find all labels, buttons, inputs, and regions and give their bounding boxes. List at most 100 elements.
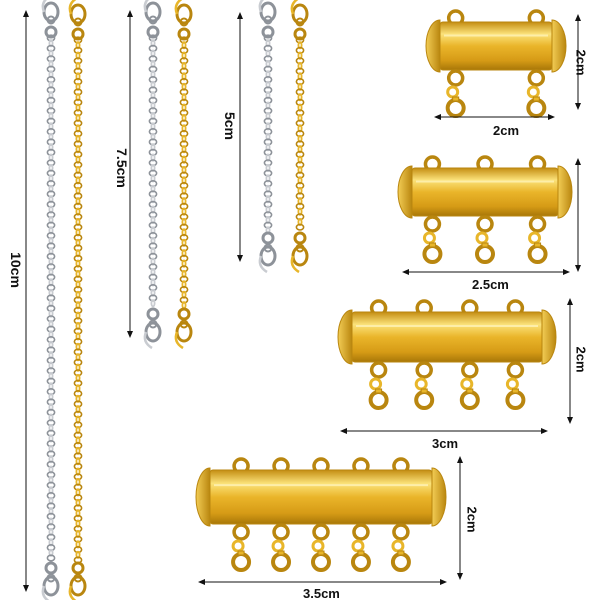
spring-ring-clasp [475,244,495,264]
jump-ring [71,27,85,41]
left-cap [425,19,441,73]
chain-links [148,34,158,308]
silver-chain [41,0,60,604]
spring-ring-clasp [271,552,292,572]
bottom-loop [272,523,290,541]
bottom-loop [369,361,388,379]
dimension-arrows [23,10,581,592]
right-cap [551,19,567,73]
lobster-clasp [143,319,162,350]
clasp-3-strand [397,155,573,264]
chain-links [295,36,305,231]
chain-5cm-label: 5cm [222,111,239,141]
right-cap [541,309,557,365]
arrow-clasp4-height [567,298,573,424]
bottom-loop [528,215,547,233]
jump-ring [293,27,307,41]
jump-ring [146,307,160,321]
spring-ring-clasp [414,390,435,410]
spring-ring-clasp [527,244,548,264]
spring-ring-clasp [368,390,389,410]
clasp-2-strand [425,9,567,118]
jump-ring [475,231,489,245]
arrow-clasp5-width [198,579,447,585]
jump-ring [261,231,275,245]
right-cap [431,467,447,527]
lobster-clasp [68,573,87,604]
jump-ring [271,539,285,553]
jump-ring [293,231,307,245]
spring-ring-clasp [459,390,480,410]
arrow-chain-5cm [237,12,243,262]
slide-tube [439,21,553,71]
spring-ring-clasp [311,552,331,572]
arrow-chain-7-5cm [127,10,133,338]
spring-ring-clasp [505,390,526,410]
bottom-loop [312,523,330,541]
jump-ring [146,25,160,39]
gold-chain [174,0,193,350]
clasps-group [195,9,573,572]
lobster-clasp [41,0,60,25]
bottom-loop [476,215,494,233]
jump-ring [460,377,474,391]
arrow-clasp4-width [340,428,548,434]
jump-ring [528,231,542,245]
slide-tube [411,167,559,217]
lobster-clasp [68,0,87,27]
gold-chain [68,0,87,604]
clasp3-width-label: 2.5cm [472,277,509,292]
bottom-loop [392,523,410,541]
silver-chain [258,0,277,274]
arrow-clasp5-height [457,456,463,580]
clasp2-width-label: 2cm [493,123,520,138]
clasp4-height-label: 2cm [573,346,589,373]
jump-ring [446,85,460,99]
lobster-clasp [41,573,60,604]
jump-ring [71,561,85,575]
jump-ring [44,25,58,39]
chain-links [46,34,56,562]
lobster-clasp [290,0,309,27]
bottom-loop [506,361,525,379]
spring-ring-clasp [350,552,371,572]
jump-ring [261,25,275,39]
jump-ring [177,307,191,321]
clasp5-width-label: 3.5cm [303,586,340,601]
jump-ring [422,231,436,245]
chain-10cm-label: 10cm [7,252,24,288]
lobster-clasp [174,0,193,27]
right-cap [557,165,573,219]
jump-ring [369,377,383,391]
jump-ring [391,539,405,553]
spring-ring-clasp [526,98,547,118]
bottom-loop [446,69,465,87]
bottom-loop [461,361,479,379]
jump-ring [414,377,428,391]
spring-ring-clasp [422,244,443,264]
lobster-clasp [258,243,277,274]
bottom-loop [352,523,370,541]
lobster-clasp [290,243,309,274]
slide-tube [209,469,433,525]
jump-ring [351,539,365,553]
clasp4-width-label: 3cm [432,436,459,451]
jump-ring [311,539,325,553]
chain-links [179,36,189,310]
left-cap [337,309,353,365]
left-cap [195,467,211,527]
gold-chain [290,0,309,274]
bottom-loop [423,215,442,233]
slide-tube [351,311,543,363]
jump-ring [526,85,540,99]
arrow-clasp2-height [575,14,581,110]
clasp-4-strand [337,299,557,410]
bottom-loop [527,69,546,87]
clasp-5-strand [195,457,447,572]
arrow-clasp2-width [434,114,555,120]
jump-ring [231,539,245,553]
arrow-clasp3-width [402,269,570,275]
lobster-clasp [174,319,193,350]
